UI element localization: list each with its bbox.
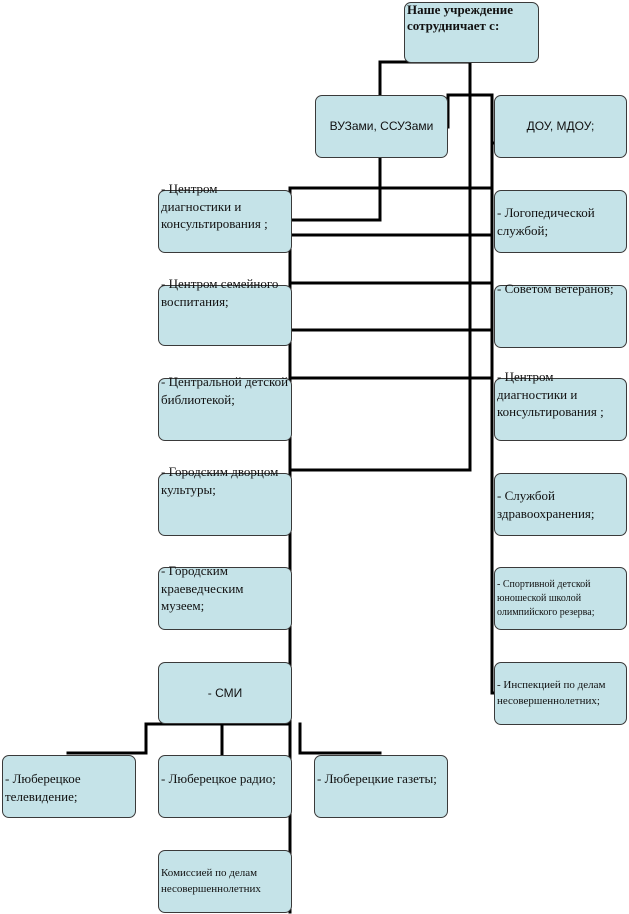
right-item-label: - Службой здравоохранения; — [497, 487, 595, 521]
left-item-label: - Центральной детской библиотекой; — [161, 374, 289, 407]
right-item-speech-therapy: - Логопедической службой; — [494, 190, 627, 253]
root-node: Наше учреждение сотрудничает с: — [404, 2, 539, 63]
right-item-label: - Центром диагностики и консультирования… — [497, 369, 604, 420]
smi-item-newspapers: - Люберецкие газеты; — [314, 755, 448, 818]
right-item-label: - Спортивной детской юношеской школой ол… — [497, 578, 595, 618]
right-item-label: - Логопедической службой; — [497, 204, 595, 238]
node-commission-label: Комиссией по делам несовершеннолетних — [161, 866, 261, 895]
left-item-label: - Городским дворцом культуры; — [161, 464, 279, 497]
left-item-museum: - Городским краеведческим музеем; — [158, 563, 292, 630]
node-vuz-label: ВУЗами, ССУЗами — [329, 119, 434, 134]
node-smi-label: - СМИ — [207, 685, 243, 700]
right-item-health-service: - Службой здравоохранения; — [494, 473, 627, 536]
left-item-label: - Центром диагностики и консультирования… — [161, 181, 268, 232]
left-item-label: - Центром семейного воспитания; — [161, 276, 279, 309]
node-dou-label: ДОУ, МДОУ; — [526, 119, 595, 134]
right-item-veterans-council: - Советом ветеранов; — [494, 281, 627, 348]
left-item-library: - Центральной детской библиотекой; — [158, 374, 292, 441]
smi-item-radio: - Люберецкое радио; — [158, 755, 292, 818]
node-vuz: ВУЗами, ССУЗами — [315, 95, 448, 158]
node-smi: - СМИ — [158, 662, 292, 724]
smi-item-tv: - Люберецкое телевидение; — [2, 755, 136, 818]
node-commission: Комиссией по делам несовершеннолетних — [158, 850, 292, 913]
smi-item-label: - Люберецкие газеты; — [317, 771, 437, 786]
node-dou: ДОУ, МДОУ; — [494, 95, 627, 158]
left-item-diagnostics-center: - Центром диагностики и консультирования… — [158, 181, 292, 253]
right-item-label: - Инспекцией по делам несовершеннолетних… — [497, 678, 606, 707]
left-item-palace-of-culture: - Городским дворцом культуры; — [158, 464, 292, 536]
smi-item-label: - Люберецкое телевидение; — [5, 771, 81, 804]
left-item-family-center: - Центром семейного воспитания; — [158, 276, 292, 346]
left-item-label: - Городским краеведческим музеем; — [161, 563, 244, 614]
right-item-diagnostics-center: - Центром диагностики и консультирования… — [494, 369, 627, 441]
smi-item-label: - Люберецкое радио; — [161, 771, 276, 786]
right-item-juvenile-inspection: - Инспекцией по делам несовершеннолетних… — [494, 662, 627, 725]
right-item-sports-school: - Спортивной детской юношеской школой ол… — [494, 567, 627, 630]
root-label: Наше учреждение сотрудничает с: — [407, 2, 513, 34]
right-item-label: - Советом ветеранов; — [497, 281, 614, 296]
